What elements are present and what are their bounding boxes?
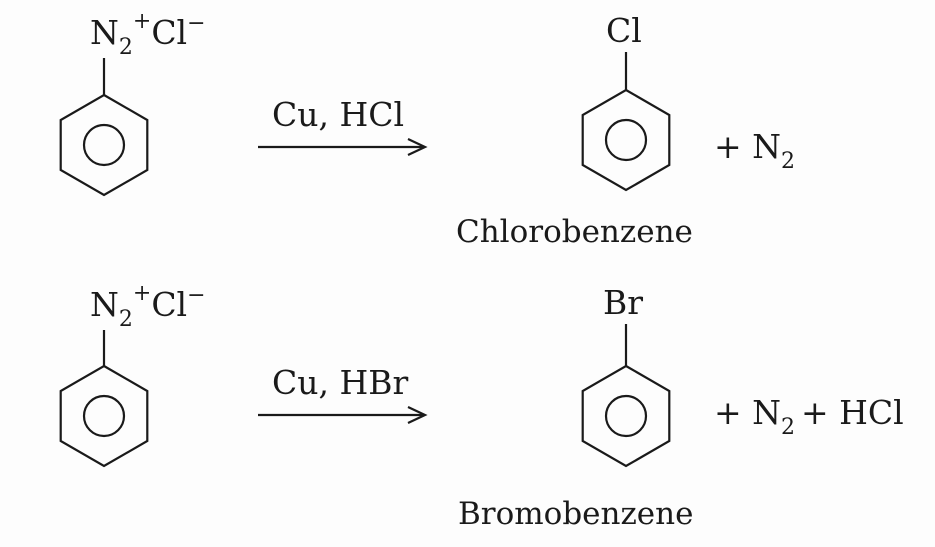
svg-text:N2+Cl−: N2+Cl− — [90, 281, 206, 332]
reaction-arrow — [258, 138, 428, 156]
benzene-ring — [59, 93, 149, 197]
nitrogen-label: N — [90, 13, 119, 52]
bromobenzene-product: Br — [581, 283, 671, 468]
plus-charge: + — [133, 281, 151, 306]
benzene-ring — [581, 88, 671, 192]
svg-text:N2+Cl−: N2+Cl− — [90, 9, 206, 60]
product-name: Bromobenzene — [458, 496, 693, 532]
substituent-label: Cl — [606, 11, 642, 50]
diazonium-reactant-2: N2+Cl− — [59, 281, 206, 468]
reagent-label: Cu, HBr — [272, 363, 409, 402]
byproduct-n2: + N2 — [714, 127, 795, 174]
minus-charge: − — [187, 283, 205, 308]
minus-charge: − — [187, 11, 205, 36]
byproducts: + N2+ HCl — [714, 393, 904, 440]
chloride-label: Cl — [151, 285, 187, 324]
diazonium-reactant-1: N2+Cl− — [59, 9, 206, 197]
chlorobenzene-product: Cl — [581, 11, 671, 192]
nitrogen-label: N — [90, 285, 119, 324]
benzene-ring — [59, 364, 149, 468]
product-name: Chlorobenzene — [456, 214, 693, 250]
subscript: 2 — [119, 307, 133, 332]
subscript: 2 — [119, 35, 133, 60]
substituent-label: Br — [603, 283, 643, 322]
reaction-1: N2+Cl− Cu, HCl Cl + N2 Chlorobenzene — [59, 9, 795, 250]
plus-charge: + — [133, 9, 151, 34]
chloride-label: Cl — [151, 13, 187, 52]
reaction-arrow — [258, 406, 428, 424]
reagent-label: Cu, HCl — [272, 95, 404, 134]
reaction-2: N2+Cl− Cu, HBr Br + N2+ HCl Bromobenzene — [59, 281, 904, 532]
benzene-ring — [581, 364, 671, 468]
